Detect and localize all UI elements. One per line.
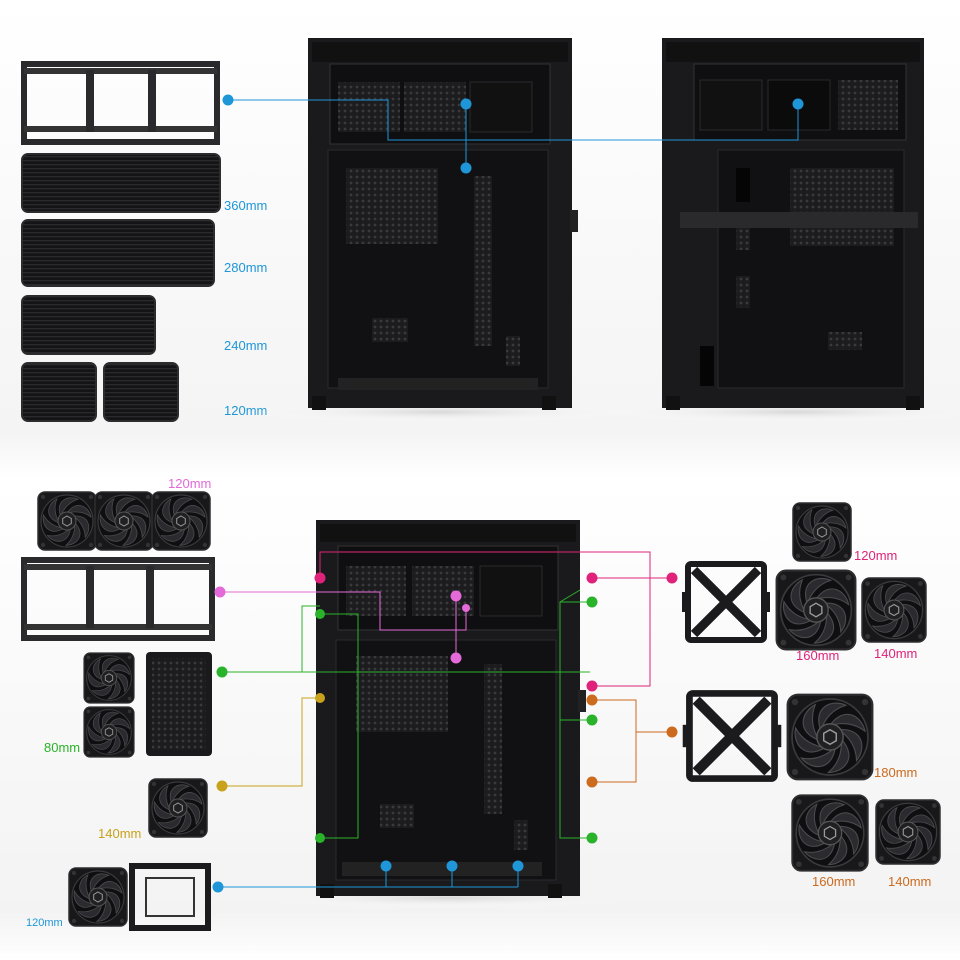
label-right-180mm: 180mm — [874, 765, 917, 780]
top-radiator-callouts — [228, 99, 799, 168]
callout-dot — [666, 726, 678, 738]
callout-lines-pink — [319, 551, 672, 687]
radiator-280 — [21, 219, 215, 287]
top-fans-3x120 — [37, 491, 211, 551]
fan-160mm-bottom — [791, 794, 869, 872]
callout-dot — [586, 680, 598, 692]
callout-dot — [315, 693, 325, 703]
callout-dot — [314, 572, 326, 584]
callout-dot — [380, 860, 392, 872]
callout-dot — [460, 98, 472, 110]
fan-120mm-right — [792, 502, 852, 562]
bottom-fan-bracket — [129, 863, 211, 931]
callout-lines-orange — [592, 699, 672, 783]
callout-dot — [586, 714, 598, 726]
label-right-160mm-a: 160mm — [796, 648, 839, 663]
fan-140mm-top — [861, 577, 927, 643]
label-side-80mm: 80mm — [44, 740, 80, 755]
radiator-120-a — [21, 362, 97, 422]
callout-lines-gold — [222, 697, 320, 787]
side-mesh-bracket — [146, 652, 212, 756]
case-front-view-top — [240, 38, 640, 422]
callout-dot — [586, 776, 598, 788]
callout-dot — [315, 609, 325, 619]
label-side-140mm: 140mm — [98, 826, 141, 841]
callout-dot — [512, 860, 524, 872]
top-radiator-bracket — [21, 61, 220, 145]
callout-dot — [450, 652, 462, 664]
radiator-column — [21, 61, 221, 422]
callout-dot — [216, 666, 228, 678]
callout-dot — [315, 833, 325, 843]
callout-dot — [214, 586, 226, 598]
callout-dot — [666, 572, 678, 584]
radiator-120-b — [103, 362, 179, 422]
callout-dot — [460, 162, 472, 174]
fan-160mm-top — [775, 569, 857, 651]
label-top-fans-120mm: 120mm — [168, 476, 211, 491]
side-fan-140mm — [148, 778, 208, 838]
callout-lines-green — [222, 589, 590, 839]
label-360mm: 360mm — [224, 198, 267, 213]
callout-dot — [586, 694, 598, 706]
callout-dot — [586, 572, 598, 584]
label-bottom-120mm: 120mm — [26, 917, 63, 929]
top-fan-bracket — [21, 557, 215, 641]
radiator-240 — [21, 295, 156, 355]
label-right-120mm: 120mm — [854, 548, 897, 563]
callout-dot — [586, 596, 598, 608]
bottom-fan-120mm — [68, 867, 128, 927]
callout-dot — [450, 590, 462, 602]
label-240mm: 240mm — [224, 338, 267, 353]
radiator-360 — [21, 153, 221, 213]
callout-dot — [212, 881, 224, 893]
callout-dot — [222, 94, 234, 106]
label-280mm: 280mm — [224, 260, 267, 275]
callout-dot — [792, 98, 804, 110]
callout-dot — [586, 832, 598, 844]
fan-140mm-bottom — [875, 799, 941, 865]
fan-180mm — [786, 693, 874, 781]
label-right-160mm-b: 160mm — [812, 874, 855, 889]
case-front-view-bottom — [248, 520, 648, 908]
callout-dot — [462, 604, 470, 612]
callout-dot — [216, 780, 228, 792]
label-right-140mm-b: 140mm — [888, 874, 931, 889]
callout-dot — [446, 860, 458, 872]
label-right-140mm-a: 140mm — [874, 646, 917, 661]
